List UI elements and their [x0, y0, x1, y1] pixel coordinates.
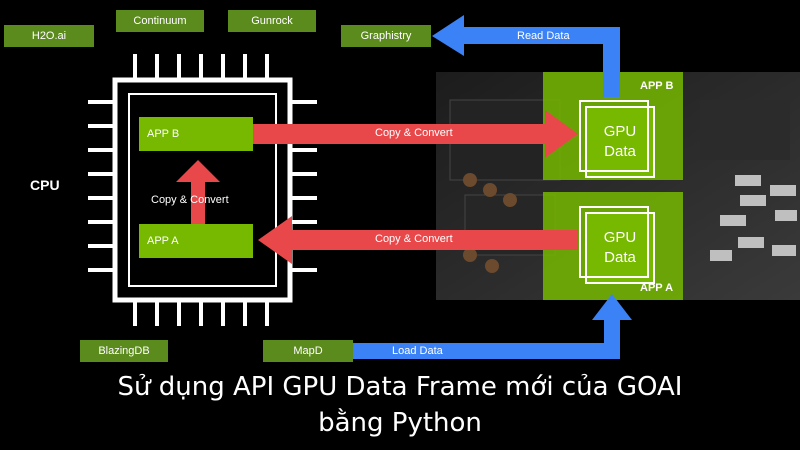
arrow-copy-convert-bottom — [258, 216, 578, 264]
tag-blazingdb: BlazingDB — [80, 340, 168, 362]
gpu-data-box-b: GPU Data — [579, 100, 655, 178]
gpu-app-a-label: APP A — [640, 282, 674, 294]
arrow-load-data — [352, 294, 632, 359]
gpu-data-box-a-line2: Data — [604, 249, 636, 266]
tag-h2o: H2O.ai — [4, 25, 94, 47]
cpu-app-a-box: APP A — [139, 224, 253, 258]
cpu-label: CPU — [30, 177, 60, 193]
tag-mapd: MapD — [263, 340, 353, 362]
copy-convert-top-label: Copy & Convert — [375, 127, 453, 139]
gpu-data-box-b-line2: Data — [604, 143, 636, 160]
tag-continuum: Continuum — [116, 10, 204, 32]
arrow-copy-convert-top — [252, 110, 578, 158]
copy-convert-internal-label: Copy & Convert — [151, 194, 229, 206]
copy-convert-bottom-label: Copy & Convert — [375, 233, 453, 245]
gpu-data-box-a-back — [579, 206, 649, 278]
gpu-app-b-label: APP B — [640, 80, 674, 92]
tag-graphistry: Graphistry — [341, 25, 431, 47]
load-data-label: Load Data — [392, 345, 443, 357]
arrow-read-data — [432, 15, 620, 97]
gpu-data-box-b-line1: GPU — [603, 123, 637, 140]
gpu-data-box-a-line1: GPU — [603, 229, 637, 246]
gpu-data-box-a: GPU Data — [579, 206, 655, 284]
caption-line-2: bằng Python — [318, 408, 482, 438]
tag-gunrock: Gunrock — [228, 10, 316, 32]
cpu-app-b-box: APP B — [139, 117, 253, 151]
arrow-app-a-to-app-b — [176, 160, 220, 224]
read-data-label: Read Data — [517, 30, 570, 42]
caption-line-1: Sử dụng API GPU Data Frame mới của GOAI — [117, 372, 683, 402]
gpu-data-box-b-back — [579, 100, 649, 172]
